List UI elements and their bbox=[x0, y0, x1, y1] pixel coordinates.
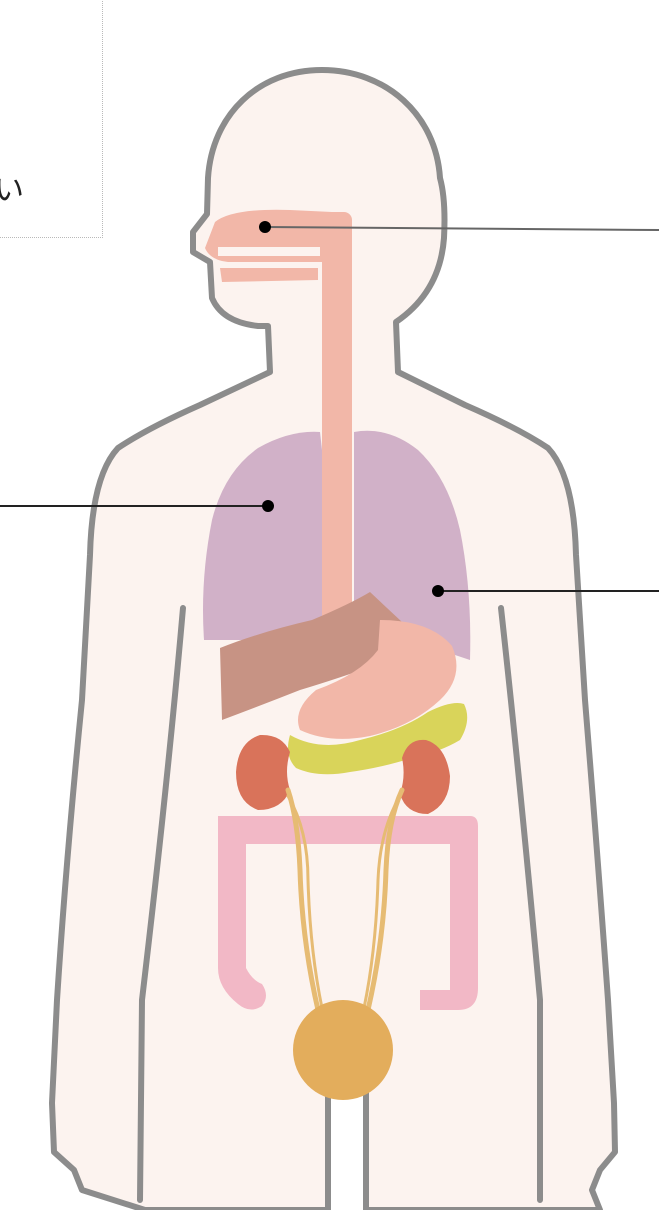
left-kidney bbox=[236, 735, 290, 810]
marker-right-lung bbox=[432, 585, 444, 597]
marker-left-lung bbox=[262, 500, 274, 512]
esophagus bbox=[322, 212, 352, 632]
mouth-gap bbox=[218, 247, 320, 256]
tongue bbox=[220, 268, 318, 282]
bladder bbox=[293, 1000, 393, 1100]
marker-mouth bbox=[259, 221, 271, 233]
